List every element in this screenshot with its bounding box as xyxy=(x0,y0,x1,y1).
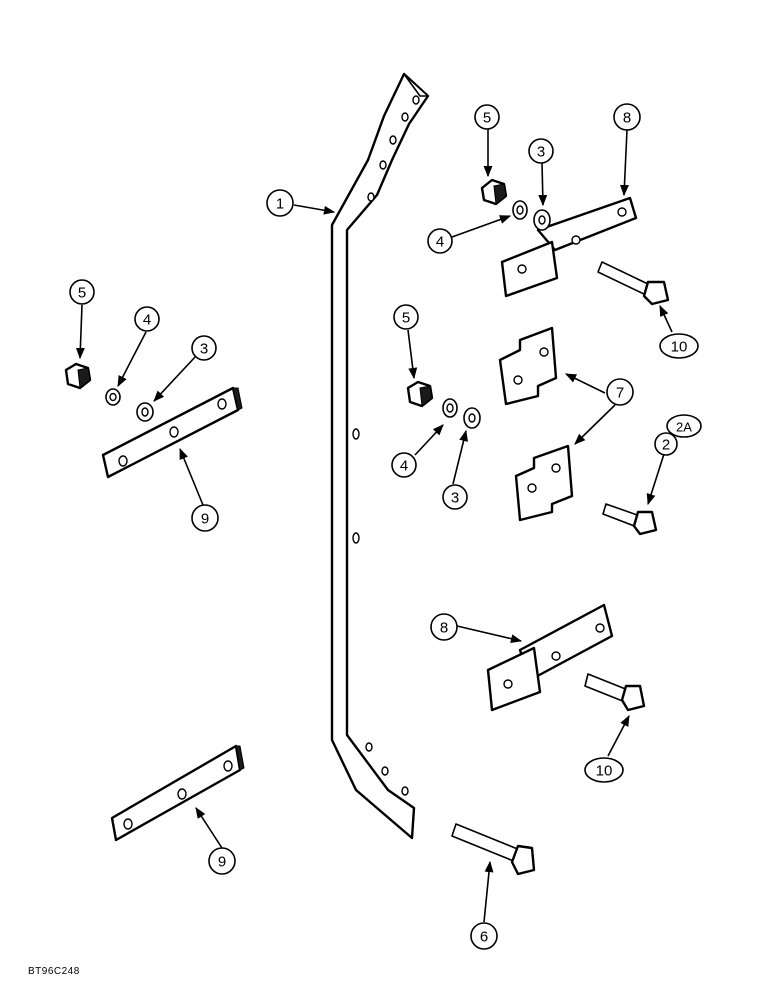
callout-8-upper-label: 8 xyxy=(623,110,631,127)
callout-1-label: 1 xyxy=(276,196,284,213)
callout-6-label: 6 xyxy=(480,929,488,946)
callout-7-label: 7 xyxy=(616,385,624,402)
callout-1: 1 xyxy=(266,189,294,217)
callout-2a: 2A xyxy=(666,414,702,438)
callout-2-label: 2 xyxy=(662,437,670,454)
left-hardware xyxy=(64,362,154,422)
leader-lines xyxy=(75,128,673,923)
callout-9-left: 9 xyxy=(191,504,219,532)
callout-5-left: 5 xyxy=(69,279,95,305)
plate-8-upper-part xyxy=(500,196,638,298)
callout-4-upper-label: 4 xyxy=(436,234,444,251)
main-bar-part xyxy=(330,72,430,840)
callout-4-middle-label: 4 xyxy=(400,458,408,475)
callout-5-middle-label: 5 xyxy=(402,310,410,327)
upper-hardware xyxy=(480,178,551,231)
bar-holes xyxy=(352,95,420,796)
bolt-6-part xyxy=(451,823,536,876)
plate-9-lower-part xyxy=(110,744,245,842)
middle-hardware xyxy=(406,380,481,429)
callout-4-left: 4 xyxy=(134,306,160,332)
callout-3-left: 3 xyxy=(191,335,217,361)
shim-7-lower-part xyxy=(514,444,574,522)
callout-4-upper: 4 xyxy=(427,228,453,254)
callout-5-left-label: 5 xyxy=(78,285,86,302)
callout-3-middle-label: 3 xyxy=(451,490,459,507)
callout-2: 2 xyxy=(654,432,678,456)
callout-3-left-label: 3 xyxy=(200,341,208,358)
callout-4-left-label: 4 xyxy=(143,312,151,329)
callout-8-lower-label: 8 xyxy=(440,620,448,637)
callout-8-lower: 8 xyxy=(430,613,458,641)
callout-10-upper: 10 xyxy=(659,333,699,359)
callout-3-middle: 3 xyxy=(442,484,468,510)
callout-6: 6 xyxy=(470,922,498,950)
callout-5-upper: 5 xyxy=(474,104,500,130)
plate-9-left-part xyxy=(101,386,243,479)
shim-7-upper-part xyxy=(498,326,558,406)
callout-9-lower: 9 xyxy=(208,847,236,875)
figure-code: BT96C248 xyxy=(28,966,80,977)
bolt-2-part xyxy=(602,503,658,536)
plate-8-lower-part xyxy=(486,603,614,712)
callout-9-lower-label: 9 xyxy=(218,854,226,871)
bolt-10-lower-part xyxy=(584,673,646,712)
callout-5-upper-label: 5 xyxy=(483,110,491,127)
callout-7: 7 xyxy=(606,378,634,406)
callout-3-upper-label: 3 xyxy=(537,144,545,161)
bolt-10-upper-part xyxy=(597,261,670,306)
callout-8-upper: 8 xyxy=(613,103,641,131)
callout-10-lower: 10 xyxy=(584,757,624,783)
callout-10-upper-label: 10 xyxy=(671,339,688,356)
callout-2a-label: 2A xyxy=(676,420,692,435)
callout-5-middle: 5 xyxy=(393,304,419,330)
callout-3-upper: 3 xyxy=(528,138,554,164)
callout-4-middle: 4 xyxy=(391,452,417,478)
callout-10-lower-label: 10 xyxy=(596,763,613,780)
callout-9-left-label: 9 xyxy=(201,511,209,528)
